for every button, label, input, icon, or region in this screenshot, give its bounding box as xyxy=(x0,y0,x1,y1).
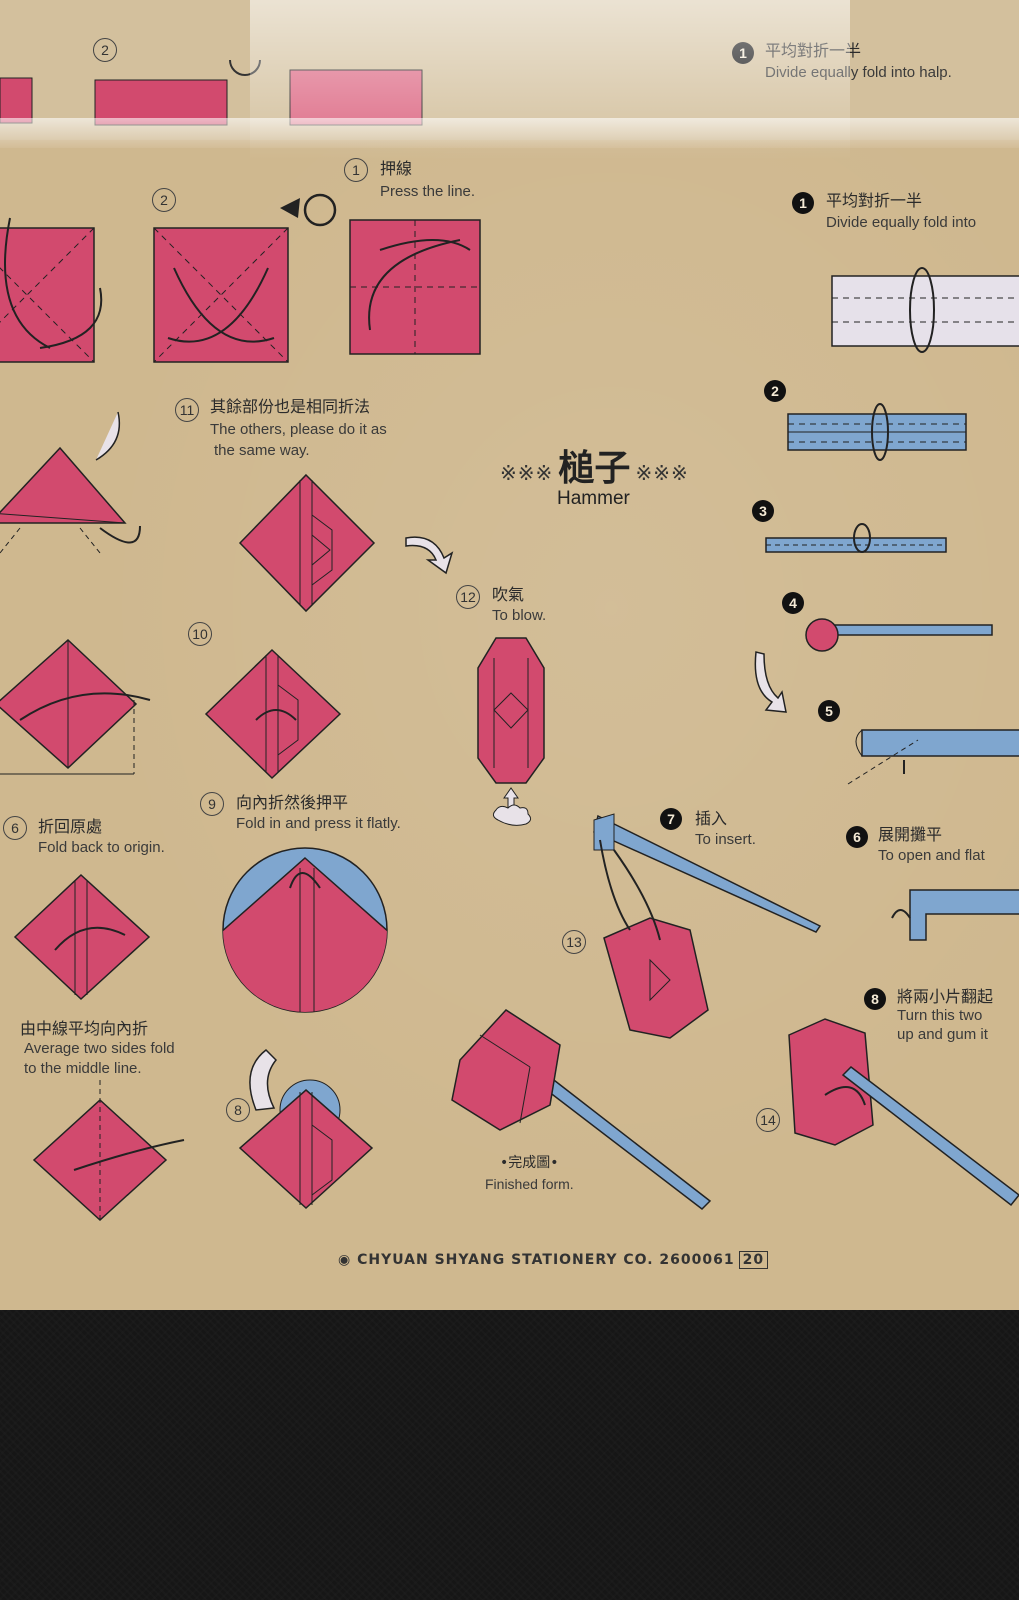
finished-cn: •完成圖• xyxy=(500,1155,559,1171)
step-14-figure xyxy=(788,1018,1019,1207)
right-step-5-number: 5 xyxy=(818,700,840,722)
right-step-6-cn: 展開攤平 xyxy=(878,825,943,844)
step-1-square-figure xyxy=(349,219,481,355)
title-stars-left: ※※※ xyxy=(500,461,554,485)
company-name: CHYUAN SHYANG STATIONERY CO. 2600061 xyxy=(357,1252,735,1268)
step-1-en: Press the line. xyxy=(380,183,476,200)
right-step-6-figure xyxy=(891,889,1019,941)
step-11-number: 11 xyxy=(175,398,199,422)
step-12-en: To blow. xyxy=(492,607,547,624)
step-11-cn: 其餘部份也是相同折法 xyxy=(210,397,371,416)
title-cn: 槌子 xyxy=(558,448,631,489)
step-6-cn: 折回原處 xyxy=(38,817,103,836)
step-left-triangle-figure xyxy=(0,411,141,554)
step-11-diamond-figure xyxy=(238,473,376,613)
right-step-8-en-line2: up and gum it xyxy=(897,1026,988,1043)
title-en: Hammer xyxy=(557,488,630,509)
right-curved-arrow-icon xyxy=(754,651,787,713)
right-step-6-number: 6 xyxy=(846,826,868,848)
step-2-square-figure xyxy=(153,227,289,363)
step-9-number: 9 xyxy=(200,792,224,816)
right-step-4-number: 4 xyxy=(782,592,804,614)
right-step-1-number: 1 xyxy=(792,192,814,214)
plastic-fold xyxy=(0,118,1019,148)
right-step-1-strip-figure xyxy=(831,267,1019,353)
step-middle-cn: 由中線平均向內折 xyxy=(20,1019,149,1038)
right-step-2-number: 2 xyxy=(764,380,786,402)
step-9-en: Fold in and press it flatly. xyxy=(236,815,401,832)
background-cloth xyxy=(0,1300,1019,1600)
step-10-diamond-figure xyxy=(204,648,342,780)
back-sheet-figures xyxy=(0,59,423,126)
hammer-title: ※※※ 槌子 ※※※ xyxy=(500,448,689,489)
back-step-1-cn: 平均對折一半 xyxy=(765,41,862,60)
right-step-8-cn: 將兩小片翻起 xyxy=(897,987,994,1006)
title-stars-right: ※※※ xyxy=(635,461,689,485)
right-step-7-en: To insert. xyxy=(695,831,756,848)
right-step-1-en: Divide equally fold into xyxy=(826,214,977,231)
back-step-1-en: Divide equally fold into halp. xyxy=(765,64,952,81)
step-3-square-figure xyxy=(0,217,103,363)
step-2-number: 2 xyxy=(152,188,176,212)
company-logo-icon: ◉ xyxy=(338,1252,352,1268)
right-step-8-number: 8 xyxy=(864,988,886,1010)
curved-arrow-icon xyxy=(405,536,454,575)
step-11-en-line2: the same way. xyxy=(214,442,310,459)
back-step-1-number: 1 xyxy=(732,42,754,64)
step-middle-en-line2: to the middle line. xyxy=(24,1060,142,1077)
right-step-3-strip-figure xyxy=(765,523,947,553)
rotate-arrow-icon xyxy=(280,193,337,227)
step-14-number: 14 xyxy=(756,1108,780,1132)
step-11-en-line1: The others, please do it as xyxy=(210,421,387,438)
step-13-number: 13 xyxy=(562,930,586,954)
right-step-3-number: 3 xyxy=(752,500,774,522)
back-step-2-number: 2 xyxy=(93,38,117,62)
step-1-number: 1 xyxy=(344,158,368,182)
step-12-number: 12 xyxy=(456,585,480,609)
step-middle-diamond-figure xyxy=(32,1080,185,1222)
step-left-diamond-figure xyxy=(0,638,151,775)
step-12-blow-figure xyxy=(477,637,545,826)
step-9-cn: 向內折然後押平 xyxy=(236,793,349,812)
right-step-7-number: 7 xyxy=(660,808,682,830)
right-step-1-cn: 平均對折一半 xyxy=(826,191,923,210)
step-6-diamond-figure xyxy=(13,873,151,1001)
step-10-number: 10 xyxy=(188,622,212,646)
step-1-cn: 押線 xyxy=(380,159,413,178)
finished-hammer-figure xyxy=(451,1009,712,1210)
step-8-number: 8 xyxy=(226,1098,250,1122)
right-step-6-en: To open and flat xyxy=(878,847,985,864)
right-step-4-rolled-figure xyxy=(805,618,993,652)
right-step-7-cn: 插入 xyxy=(695,809,728,828)
sheet-code: 20 xyxy=(738,1251,769,1269)
step-8-figure xyxy=(238,1049,374,1210)
finished-en: Finished form. xyxy=(485,1176,574,1192)
right-step-8-en-line1: Turn this two xyxy=(897,1007,983,1024)
step-middle-en-line1: Average two sides fold xyxy=(24,1040,175,1057)
step-12-cn: 吹氣 xyxy=(492,585,525,604)
step-6-en: Fold back to origin. xyxy=(38,839,165,856)
right-step-5-strip-figure xyxy=(847,729,1019,785)
right-step-2-strip-figure xyxy=(787,403,967,461)
step-13-insert-figure xyxy=(593,813,822,1039)
step-9-circle-figure xyxy=(222,847,388,1013)
step-6-number: 6 xyxy=(3,816,27,840)
